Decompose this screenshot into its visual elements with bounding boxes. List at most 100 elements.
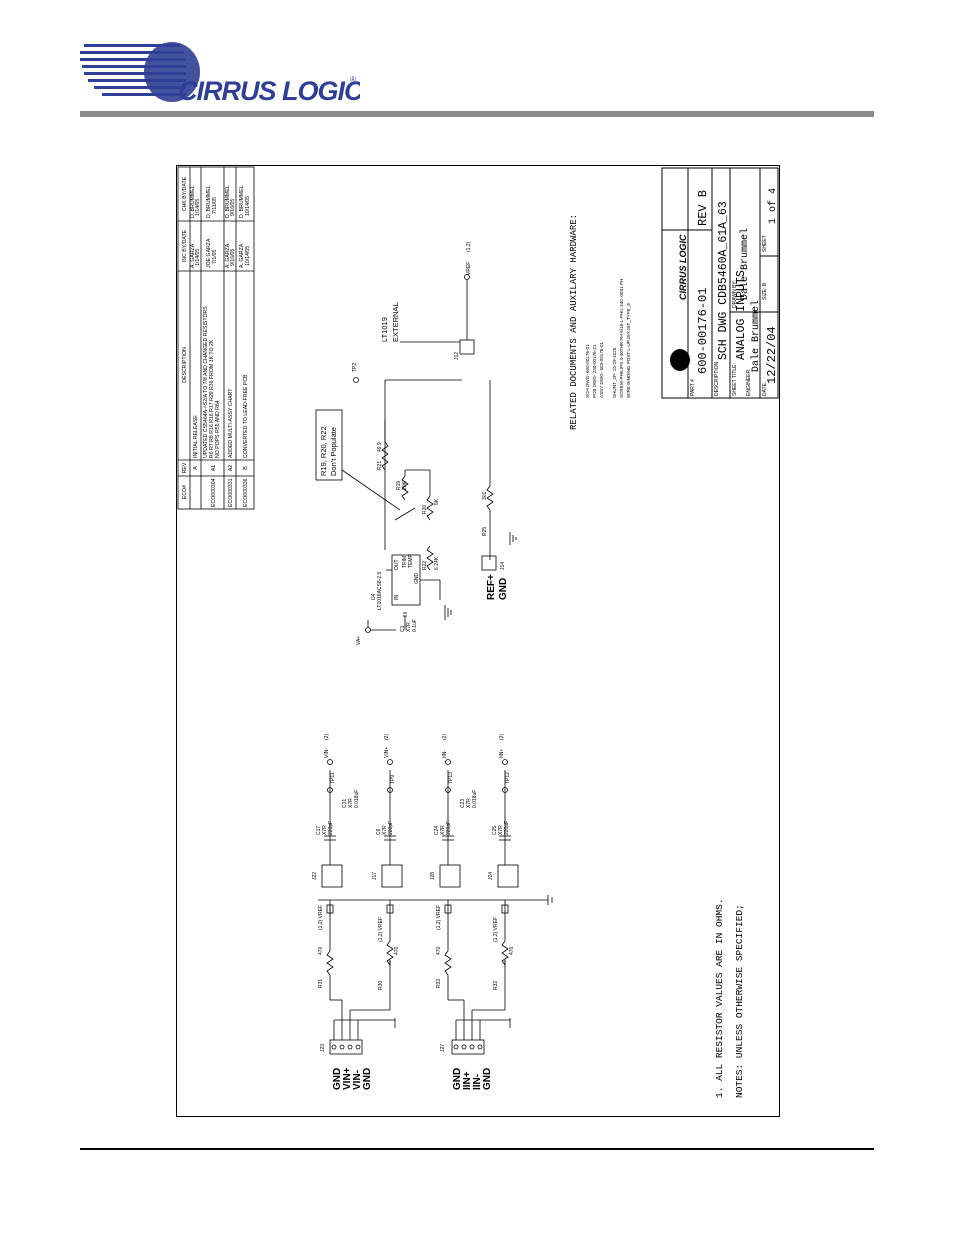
rev-a1-rev: A1: [211, 465, 217, 471]
ch1-r-ref: R31: [318, 979, 324, 988]
rev-a-desc: INITIAL RELEASE: [193, 415, 199, 458]
ch2-j-ref: J17: [372, 872, 378, 880]
dont-populate-list: R19, R20, R22: [319, 426, 328, 476]
ch3-c-ref: C24: [434, 826, 440, 835]
ch4-net: IIN+: [499, 749, 505, 758]
vref-out-label: VREF: [466, 262, 472, 275]
description-value: SCH DWG CDB5460A_61A_63: [717, 201, 730, 360]
rev-b-chk-date: 10/14/05: [245, 196, 251, 216]
related-doc-screw: SCREW-PHILIPS 4-40THR PH-5/16-L-PHIL 440…: [619, 279, 624, 398]
j23-ref: J23: [320, 1044, 326, 1052]
ch3-vref: (1,2) VREF: [436, 905, 442, 930]
engineer-label: ENGINEER:: [746, 368, 752, 396]
ref-plus-label: REF+: [486, 574, 497, 600]
rev-a1-eco: ECO000304: [211, 478, 217, 507]
ch4-c-type: X7R: [498, 825, 504, 835]
rev-a-chk-name: D. BRUMMEL: [190, 185, 196, 218]
ch4-c-ref: C25: [492, 826, 498, 835]
ch3-c-value: 220pF: [446, 821, 452, 835]
u4-ref: U4: [371, 593, 377, 600]
header-rule: [80, 111, 874, 117]
related-docs-title: RELATED DOCUMENTS AND AUXILARY HARDWARE:: [569, 214, 579, 430]
r20-value: 5K: [434, 498, 440, 505]
rev-header-inc: INC BY/DATE: [182, 229, 188, 262]
j27-pin-gnd-bottom: GND: [482, 1068, 493, 1090]
vref-out-ref: (1,2): [466, 241, 472, 252]
ch3-r-ref: R33: [436, 979, 442, 988]
size-label: SIZE: B: [762, 282, 768, 300]
rev-a1-desc-3: NO POPS R55 AND R64: [215, 400, 221, 458]
ch4-c-value: 220pF: [504, 821, 510, 835]
r21-value: 49.9: [377, 442, 383, 452]
ch2-tp: TP9: [390, 775, 396, 784]
ch3-r-value: 470: [436, 946, 442, 955]
ch4-vref: (1,2) VREF: [493, 917, 499, 942]
drawn-by-value: Dale Brummel: [739, 228, 751, 300]
lt1019-label: LT1019: [380, 317, 389, 342]
rev-b-desc: CONVERTED TO LEAD-FREE PCB: [243, 374, 249, 458]
date-label: DATE:: [762, 382, 768, 396]
ch4-r-ref: R32: [493, 981, 499, 990]
j23-pin-vin-minus: VIN-: [352, 1070, 363, 1090]
j27-pin-iin-plus: IIN+: [462, 1071, 473, 1090]
rev-a-inc-name: A. GARZA: [190, 243, 196, 268]
drawn-by-label: DRAWN BY:: [732, 280, 738, 308]
ch3-c-type: X7R: [440, 825, 446, 835]
ch2-r-ref: R30: [378, 981, 384, 990]
rev-a1-desc-1: UPDATED CS5464A->S2/A TO 7/8 AND CHANGED…: [203, 306, 209, 458]
rev-a-inc-date: 1/14/05: [195, 249, 201, 266]
c1-type: X7R: [406, 622, 412, 632]
ref-gnd-label: GND: [498, 578, 509, 600]
ch4-r-value: 470: [509, 946, 515, 955]
u4-part: LT1019ACS8-2.5: [377, 572, 383, 610]
r25-ref: R25: [482, 527, 488, 536]
rev-a2-inc-date: 9/16/05: [230, 249, 236, 266]
related-doc-sch: SCH DWG- 600-00176-01: [585, 344, 590, 398]
external-label: EXTERNAL: [391, 302, 400, 342]
related-doc-wire: WIRE BINDING POST L-UP.25Y.25T_TYPE_E: [626, 303, 631, 398]
j27-pin-iin-minus: IIN-: [472, 1074, 483, 1090]
ch3-j-ref: J28: [430, 872, 436, 880]
ch1-cf-type: X7R: [348, 798, 354, 808]
description-label: DESCRIPTION: [714, 361, 720, 396]
rev-a1-chk-date: 7/11/05: [212, 197, 218, 214]
r22-value: 6.24K: [434, 556, 440, 570]
c1-value: 0.1uF: [412, 619, 418, 632]
input-networks: [318, 759, 553, 1055]
ch1-tp: TP11: [330, 772, 336, 784]
engineer-value: Dale Brummel: [750, 300, 762, 372]
cirrus-logic-logo: CIRRUS LOGIC ®: [80, 42, 360, 106]
date-value: 12/22/04: [765, 326, 779, 384]
c1-ref: C1: [400, 625, 406, 632]
j27-pin-gnd-top: GND: [452, 1068, 463, 1090]
footer-rule: [80, 1148, 874, 1150]
sheet-title-label: SHEET TITLE:: [732, 363, 738, 396]
notes-item-1: 1. ALL RESISTOR VALUES ARE IN OHMS.: [714, 898, 725, 1098]
rev-a1-inc-name: JOE GARZA: [206, 238, 212, 268]
ch4-tp: TP12: [505, 772, 511, 784]
vref-circuit: [315, 274, 517, 633]
ch2-c-value: 220pF: [388, 821, 394, 835]
rev-a2-desc: ADDED MULTI-ASSY CHART: [228, 388, 234, 458]
u4-pin-in: IN: [394, 595, 400, 600]
ch3-cf-type: X7R: [466, 798, 472, 808]
ch4-net-ref: (2): [499, 734, 505, 740]
sheet-label: SHEET: [762, 235, 768, 252]
logo-wordmark: CIRRUS LOGIC: [178, 76, 360, 106]
ch2-c-type: X7R: [382, 825, 388, 835]
ch1-net-ref: (2): [324, 734, 330, 740]
part-number: 600-00176-01: [696, 288, 710, 374]
rev-a2-chk-date: 9/16/05: [230, 199, 236, 216]
trademark-symbol: ®: [350, 75, 356, 84]
ch3-tp: TP13: [448, 772, 454, 784]
u4-pin-temp: TEMP: [408, 553, 414, 568]
rev-a-rev: A: [193, 466, 199, 470]
ch1-c-type: X7R: [322, 825, 328, 835]
part-label: PART #: [690, 379, 696, 396]
j12-ref: J12: [454, 352, 460, 360]
rev-b-inc-date: 10/14/05: [245, 246, 251, 266]
rev-a2-chk-name: D. BRUMMEL: [225, 185, 231, 218]
sheet-value: 1 of 4: [767, 188, 779, 224]
r19-ref: R19: [396, 481, 402, 490]
